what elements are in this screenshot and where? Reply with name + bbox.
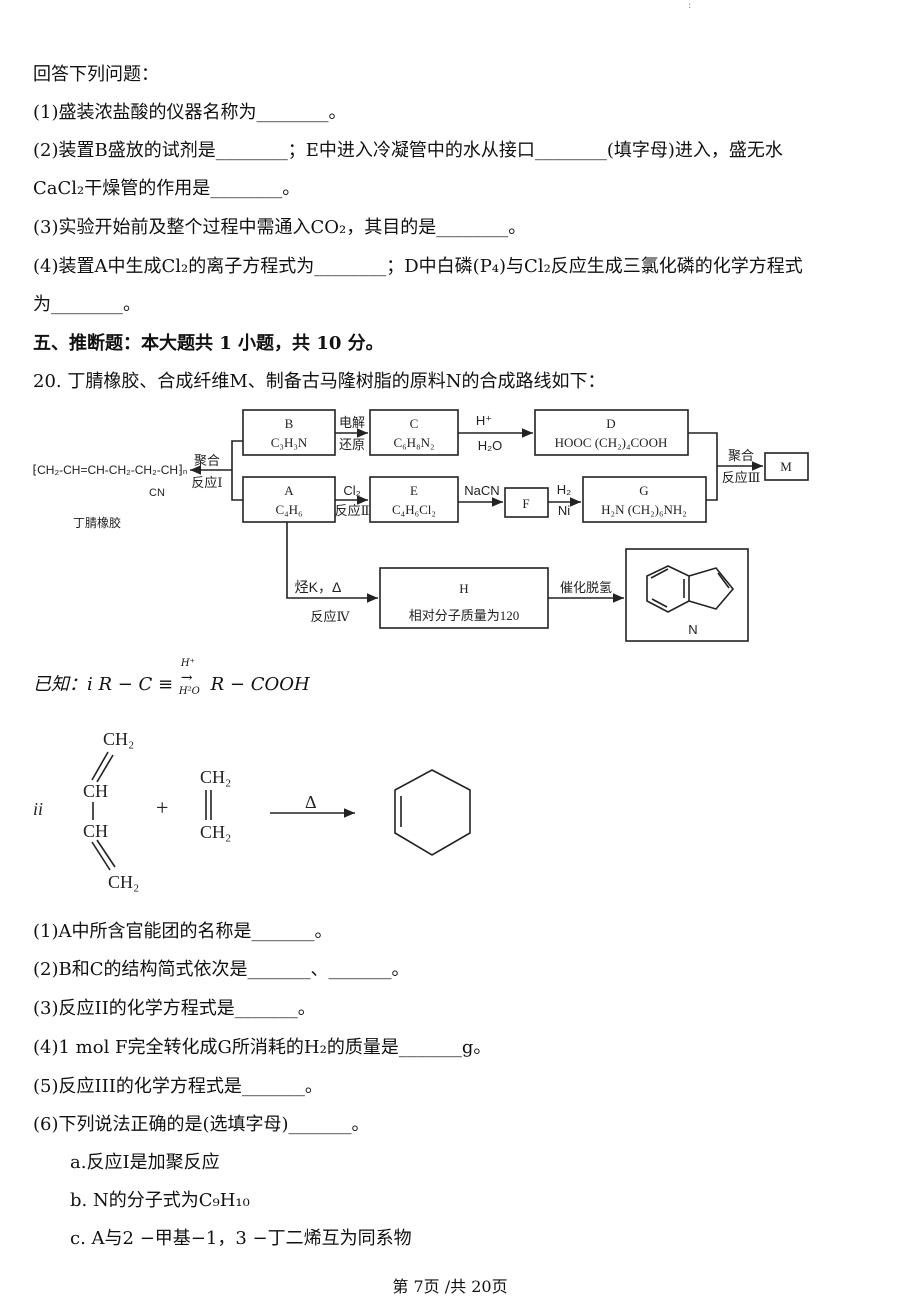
polymer-name: 丁腈橡胶 [73,515,121,530]
box-a-formula: C₄H₆ [275,502,302,517]
arrow-bc-top: 电解 [339,415,365,430]
arrow-ef-top: NaCN [464,483,499,498]
box-d-label: D [606,416,615,431]
box-d-formula: HOOC (CH₂)₄COOH [555,435,668,450]
option-c: c. A与2 −甲基−1，3 −丁二烯互为同系物 [70,1228,412,1249]
page-footer: 第 7页 /共 20页 [392,1277,508,1296]
box-g-formula: H₂N (CH₂)₆NH₂ [601,502,687,517]
intro-text: 回答下列问题： [33,64,159,85]
diels-alder-scheme: ii CH₂ CH CH CH₂ + CH₂ CH₂ Δ [33,729,471,892]
question-4-2a: (2)装置B盛放的试剂是________；E中进入冷凝管中的水从接口______… [33,140,783,161]
box-f-label: F [522,496,529,511]
box-e-formula: C₄H₆Cl₂ [392,502,436,517]
reaction-3-top: 聚合 [728,448,754,463]
arrow-icon: → [180,670,193,686]
option-b: b. N的分子式为C₉H₁₀ [70,1190,250,1211]
question-4-1: (1)盛装浓盐酸的仪器名称为________。 [33,102,347,123]
question-20-4: (4)1 mol F完全转化成G所消耗的H₂的质量是_______g。 [33,1037,492,1058]
arrow-ah-top: 烃K，Δ [295,579,342,595]
question-4-4a: (4)装置A中生成Cl₂的离子方程式为________；D中白磷(P₄)与Cl₂… [33,256,803,277]
arrow-hn-top: 催化脱氢 [560,580,612,595]
option-a: a.反应I是加聚反应 [70,1152,220,1173]
known-i-lhs: 已知：i R − C ≡ [33,674,174,695]
question-4-4b: 为________。 [33,294,141,315]
question-20-2: (2)B和C的结构简式依次是_______、_______。 [33,959,410,980]
cyclohexene-icon [394,769,471,856]
arrow-cd-top: H⁺ [476,413,492,428]
box-e-label: E [410,483,418,498]
reaction-1-top: 聚合 [194,453,220,468]
box-c-formula: C₆H₈N₂ [393,435,434,450]
box-b-formula: C₃H₃N [271,435,308,450]
box-g-label: G [639,483,648,498]
synthesis-diagram: ⁅CH₂-CH=CH-CH₂-CH₂-CH⁆ₙ CN 丁腈橡胶 聚合 反应Ⅰ B… [32,409,809,642]
question-4-2b: CaCl₂干燥管的作用是________。 [33,178,301,199]
box-m-label: M [780,459,792,474]
polymer-formula: ⁅CH₂-CH=CH-CH₂-CH₂-CH⁆ₙ [32,463,187,477]
known-i-arrow: H⁺ → H²O [179,658,205,697]
question-20-1: (1)A中所含官能团的名称是_______。 [33,921,333,942]
box-a-label: A [284,483,294,498]
question-20-5: (5)反应III的化学方程式是_______。 [33,1076,323,1097]
box-c-label: C [410,416,419,431]
corner-mark: : [688,0,692,11]
known-i-rhs: R − COOH [210,674,310,695]
arrow-bc-bottom: 还原 [339,437,365,452]
box-n-label: N [688,622,697,637]
reaction-1-bottom: 反应Ⅰ [191,475,222,490]
heat-delta: Δ [305,792,317,812]
box-b-label: B [285,416,294,431]
polymer-cn: CN [149,487,165,499]
arrow-fg-top: H₂ [557,482,571,497]
butadiene-ch-2: CH [83,821,108,841]
butadiene-ch2-bottom: CH₂ [108,872,139,892]
ethylene-ch2-bottom: CH₂ [200,822,231,842]
arrow-fg-bottom: Ni [558,503,570,518]
butadiene-ch-1: CH [83,781,108,801]
reaction-3-bottom: 反应Ⅲ [722,470,761,485]
ethylene-ch2-top: CH₂ [200,767,231,787]
arrow-ae-bottom: 反应Ⅱ [335,503,370,518]
indene-structure-icon [646,565,735,613]
question-4-3: (3)实验开始前及整个过程中需通入CO₂，其目的是________。 [33,217,527,238]
known-i-arrow-bottom: H²O [178,686,200,697]
known-i-arrow-top: H⁺ [180,658,195,669]
arrow-ah-bottom: 反应Ⅳ [311,609,351,624]
box-h-label: H [459,581,468,596]
question-20: 20. 丁腈橡胶、合成纤维M、制备古马隆树脂的原料N的合成路线如下： [33,371,606,392]
question-20-6: (6)下列说法正确的是(选填字母)_______。 [33,1114,370,1135]
known-ii-label: ii [33,799,43,819]
arrow-cd-bottom: H₂O [478,438,503,453]
plus-sign: + [156,795,168,820]
section-heading: 五、推断题：本大题共 1 小题，共 10 分。 [33,333,384,354]
question-20-3: (3)反应II的化学方程式是_______。 [33,998,316,1019]
known-i: 已知：i R − C ≡ H⁺ → H²O R − COOH [33,658,310,697]
arrow-ae-top: Cl₂ [343,483,360,498]
box-h-desc: 相对分子质量为120 [409,608,520,623]
butadiene-ch2-top: CH₂ [103,729,134,749]
